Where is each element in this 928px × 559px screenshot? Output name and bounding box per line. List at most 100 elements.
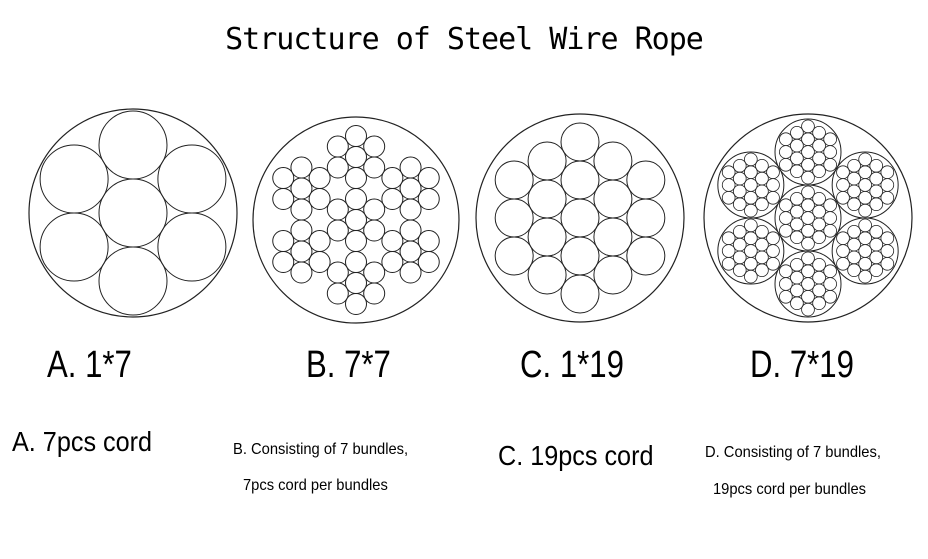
wire [527,217,567,257]
wire [801,158,815,172]
wire [801,236,815,251]
wire [812,204,826,219]
wire [98,110,168,180]
rope-a-code: A. 1*7 [47,344,132,386]
wire [823,211,837,225]
wire [812,257,826,272]
wire [869,197,884,212]
wire [858,165,872,180]
wire [345,188,367,210]
wire [345,125,367,147]
wire [801,289,815,304]
wire [721,256,736,271]
wire [801,224,815,238]
wire [381,251,404,273]
wire [721,244,736,258]
wire [790,217,804,232]
wire [381,167,404,189]
wire [847,250,861,265]
wire [869,263,884,278]
wire [399,261,422,284]
wire [272,230,295,252]
wire [326,261,349,284]
wire [98,246,168,316]
wire [399,156,422,179]
wire [417,230,440,252]
wire [858,178,872,192]
wire [858,231,872,246]
strand [831,217,899,285]
wire [755,250,769,265]
wire [721,165,736,180]
wire [157,144,227,214]
wire [847,171,861,186]
wire [801,277,815,291]
wire [272,167,295,189]
wire [744,178,758,192]
wire [880,244,895,258]
wire [363,219,386,242]
wire [732,237,747,252]
wire [345,293,367,315]
wire [790,270,804,285]
wire [812,230,826,245]
wire [326,282,349,305]
wire [626,198,666,238]
wire [801,145,815,159]
wire [812,151,826,166]
wire [593,255,633,295]
wire [560,274,600,314]
wire [290,261,313,284]
wire [836,191,850,205]
wire [345,230,367,252]
wire [858,244,872,258]
wire [790,204,804,219]
rope-c-code: C. 1*19 [520,344,624,386]
wire [744,191,758,205]
rope-d-cross-section [703,113,913,323]
wire [417,188,440,210]
wire [823,158,837,172]
wire [744,165,758,180]
wire [790,296,804,311]
wire [363,198,386,221]
wire [869,184,884,199]
wire [326,135,349,158]
wire [801,211,815,225]
rope-c-description: C. 19pcs cord [498,440,654,471]
wire [779,277,793,291]
wire [157,212,227,282]
wire [732,263,747,278]
rope-d-description-line2: 19pcs cord per bundles [713,481,867,498]
wire [272,188,295,210]
wire [823,132,837,147]
wire [836,178,850,192]
wire [345,146,367,168]
wire [858,152,872,167]
wire [779,211,793,225]
wire [732,225,747,239]
rope-c-outer [475,113,685,323]
wire [290,177,313,200]
wire [779,289,793,304]
wire [744,203,758,218]
wire [272,251,295,273]
wire [779,158,793,172]
wire [494,236,534,276]
wire [399,240,422,263]
wire [290,219,313,242]
wire [732,159,747,173]
wire [290,240,313,263]
wire [732,184,747,199]
rope-d-description-line1: D. Consisting of 7 bundles, [705,444,881,461]
wire [801,302,815,317]
wire [823,198,837,213]
wire [290,198,313,221]
wire [823,277,837,291]
wire [98,178,168,248]
wire [345,272,367,294]
wire [755,159,769,173]
rope-b-description-line2: 7pcs cord per bundles [243,477,388,494]
wire [766,231,780,246]
wire [308,188,331,210]
